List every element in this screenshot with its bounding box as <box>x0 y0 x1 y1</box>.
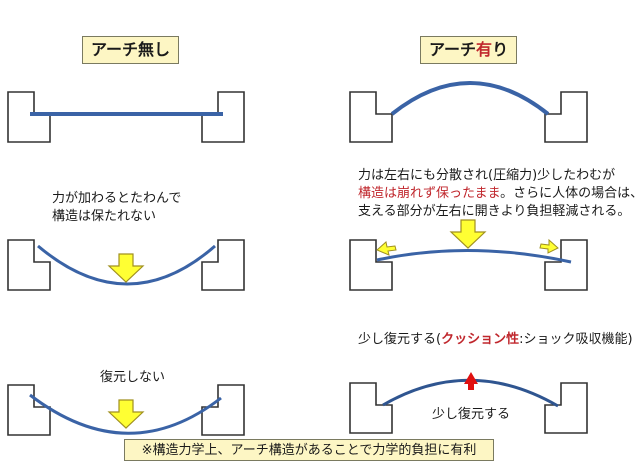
sagging-beam <box>37 244 216 286</box>
support-right <box>544 382 588 434</box>
support-right <box>201 91 245 143</box>
footer-note: ※構造力学上、アーチ構造があることで力学的負担に有利 <box>124 439 494 461</box>
bend-note-line2: 構造は保たれない <box>52 209 157 224</box>
arch-note-line2: 構造は崩れず保ったまま。さらに人体の場合は、 <box>358 184 640 203</box>
load-arrow <box>108 399 144 429</box>
header-with-arch: アーチ有り <box>420 36 518 64</box>
arch-beam <box>390 81 550 116</box>
arch-note-rest: 。さらに人体の場合は、 <box>500 186 640 201</box>
support-right <box>201 384 245 436</box>
spread-arrow-right <box>539 238 559 254</box>
support-left <box>7 384 51 436</box>
arch-note-line1: 力は左右にも分散され(圧縮力)少したわむが <box>358 168 616 183</box>
load-arrow <box>450 219 486 249</box>
cushion-suffix: :ショック吸収機能) <box>519 332 633 347</box>
support-left <box>7 91 51 143</box>
recovery-arrow <box>464 372 478 390</box>
sagging-beam <box>29 393 222 435</box>
flattened-arch-beam <box>376 248 572 264</box>
load-arrow <box>108 253 144 283</box>
bend-note-line1: 力が加わるとたわんで <box>52 191 182 206</box>
arch-note-line3: 支える部分が左右に開きより負担軽減される。 <box>358 204 631 219</box>
arch-note-red: 構造は崩れず保ったまま <box>358 186 501 201</box>
cushion-note: 少し復元する(クッション性:ショック吸収機能) <box>358 330 633 349</box>
support-right <box>544 91 588 143</box>
header-with-arch-suffix: り <box>492 40 509 59</box>
header-with-arch-prefix: アーチ <box>429 40 477 59</box>
cushion-red: クッション性 <box>441 332 520 347</box>
no-recover-note: 復元しない <box>100 370 166 385</box>
spread-arrow-left <box>376 241 397 256</box>
header-no-arch: アーチ無し <box>82 36 180 64</box>
recover-small-note: 少し復元する <box>432 407 511 422</box>
support-right <box>201 239 245 291</box>
support-left <box>7 239 51 291</box>
support-left <box>349 91 393 143</box>
support-left <box>349 382 393 434</box>
header-with-arch-highlight: 有 <box>476 40 493 59</box>
cushion-prefix: 少し復元する( <box>358 332 442 347</box>
